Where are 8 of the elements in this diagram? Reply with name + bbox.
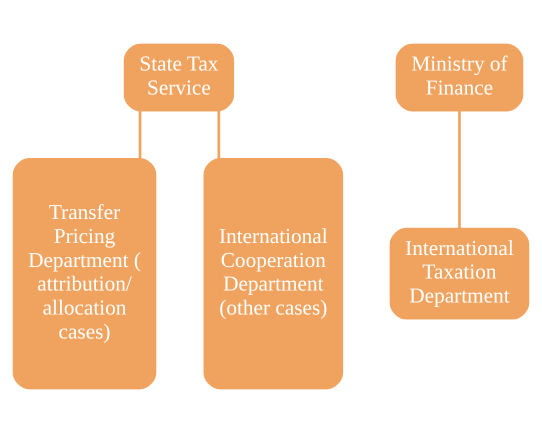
node-box: Ministry of Finance [396,44,524,112]
connector [217,110,220,159]
connector [458,110,461,228]
node-box: International Cooperation Department (other cases) [204,158,344,390]
node-box: State Tax Service [124,44,234,112]
node-box: Transfer Pricing Department (attribution/ allocation cases) [12,158,156,390]
connector [138,110,142,159]
node-box: International Taxation Department [390,228,530,320]
